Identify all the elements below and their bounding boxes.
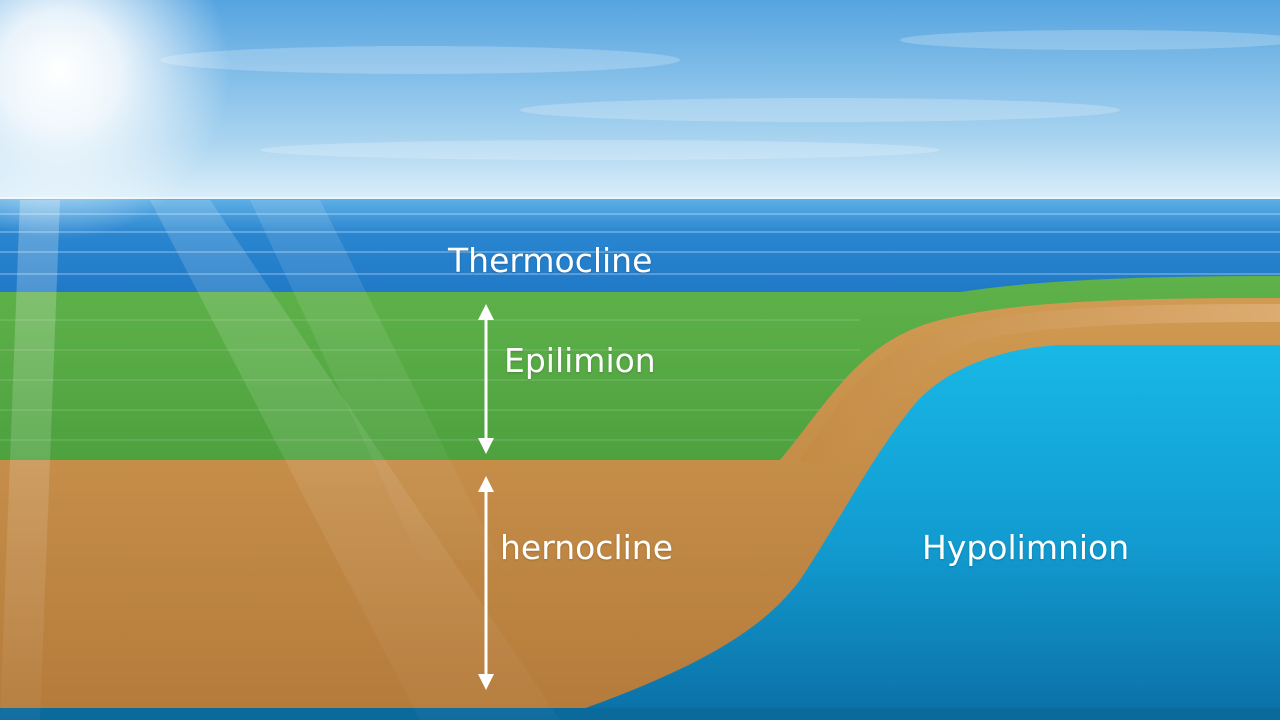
surface-thermocline-label: Thermocline	[448, 241, 653, 280]
lake-bottom-strip	[0, 708, 1280, 720]
epilimnion-label: Epilimion	[504, 341, 656, 380]
hypolimnion-basin	[580, 345, 1280, 710]
light-rays	[0, 200, 560, 720]
sky-clouds	[160, 30, 1280, 160]
hypolimnion-label: Hypolimnion	[922, 528, 1130, 567]
sun	[0, 0, 230, 240]
thermocline-depth-arrow	[478, 476, 494, 690]
sediment-ridge-highlight	[800, 304, 1280, 470]
thermocline-label: hernocline	[500, 528, 674, 567]
epilimnion-depth-arrow	[478, 304, 494, 454]
